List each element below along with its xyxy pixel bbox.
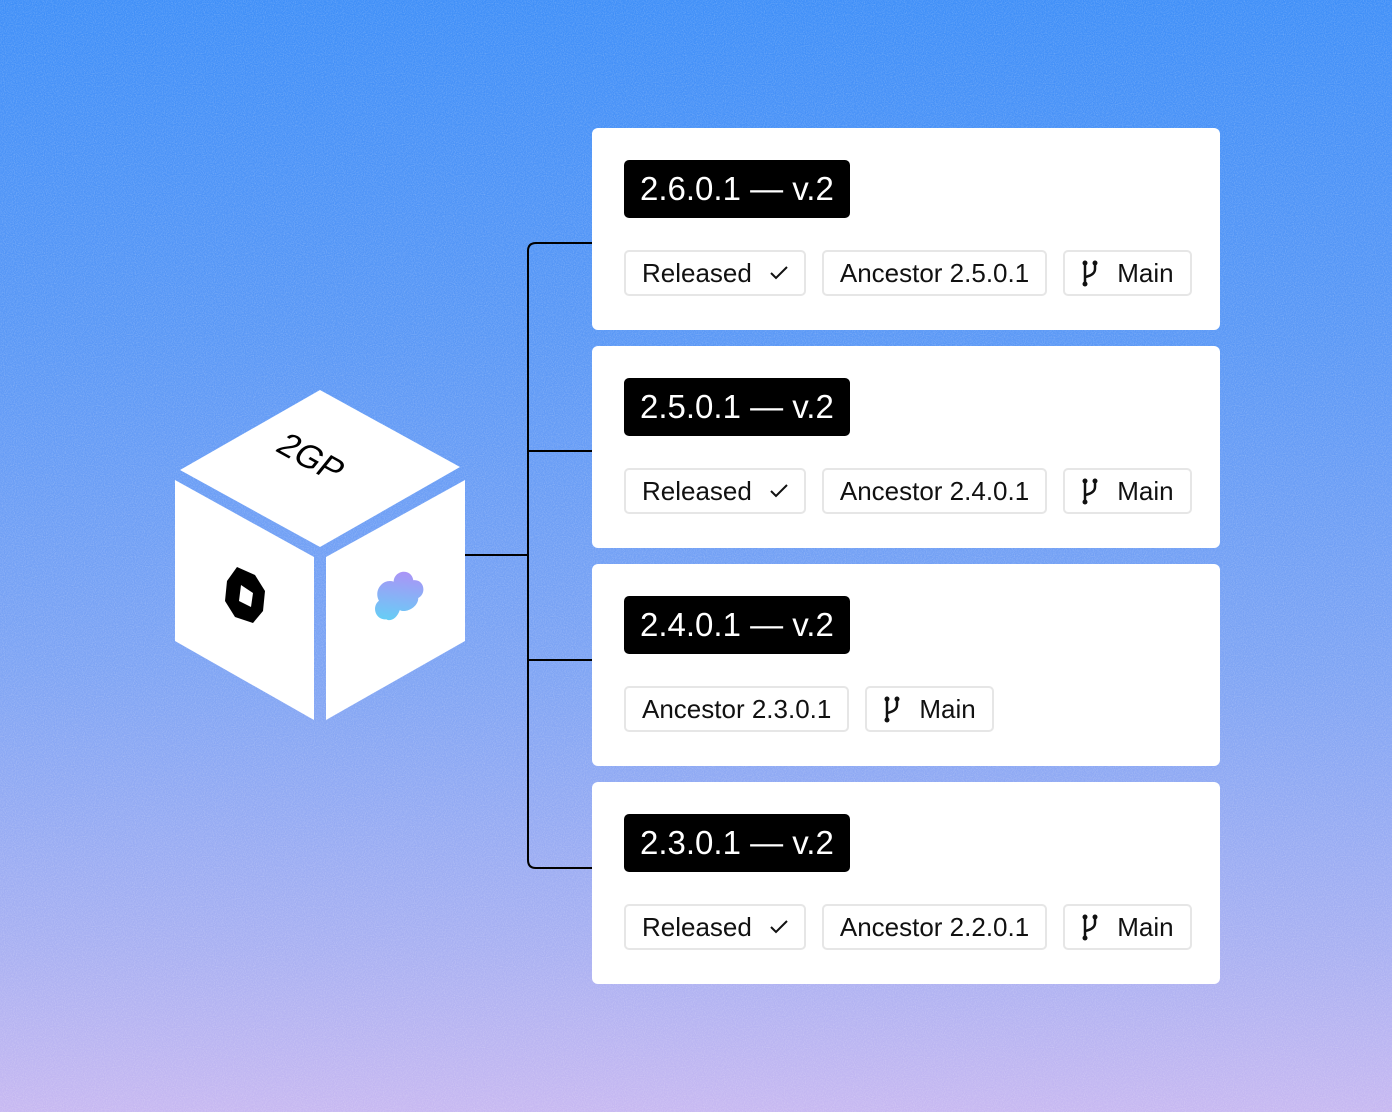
check-icon <box>770 920 788 934</box>
ancestor-label: Ancestor 2.3.0.1 <box>642 694 831 725</box>
release-card[interactable]: 2.4.0.1 — v.2 Ancestor 2.3.0.1 Main <box>592 564 1220 766</box>
package-cube: 2GP <box>170 385 470 725</box>
branch-pill: Main <box>1063 250 1191 296</box>
branch-label: Main <box>1117 258 1173 289</box>
version-badge: 2.6.0.1 — v.2 <box>624 160 850 218</box>
branch-label: Main <box>1117 912 1173 943</box>
status-label: Released <box>642 258 752 289</box>
ancestor-pill: Ancestor 2.2.0.1 <box>822 904 1047 950</box>
check-icon <box>770 266 788 280</box>
git-branch-icon <box>1081 477 1099 505</box>
git-branch-icon <box>1081 913 1099 941</box>
version-badge: 2.4.0.1 — v.2 <box>624 596 850 654</box>
ancestor-label: Ancestor 2.5.0.1 <box>840 258 1029 289</box>
ancestor-pill: Ancestor 2.5.0.1 <box>822 250 1047 296</box>
ancestor-label: Ancestor 2.2.0.1 <box>840 912 1029 943</box>
status-label: Released <box>642 912 752 943</box>
status-label: Released <box>642 476 752 507</box>
ancestor-pill: Ancestor 2.4.0.1 <box>822 468 1047 514</box>
branch-label: Main <box>919 694 975 725</box>
release-card[interactable]: 2.5.0.1 — v.2 Released Ancestor 2.4.0.1 … <box>592 346 1220 548</box>
git-branch-icon <box>883 695 901 723</box>
release-card[interactable]: 2.3.0.1 — v.2 Released Ancestor 2.2.0.1 … <box>592 782 1220 984</box>
branch-pill: Main <box>865 686 993 732</box>
check-icon <box>770 484 788 498</box>
trunk-line <box>528 243 592 868</box>
ancestor-label: Ancestor 2.4.0.1 <box>840 476 1029 507</box>
release-card[interactable]: 2.6.0.1 — v.2 Released Ancestor 2.5.0.1 … <box>592 128 1220 330</box>
status-pill: Released <box>624 250 806 296</box>
branch-pill: Main <box>1063 468 1191 514</box>
version-badge: 2.3.0.1 — v.2 <box>624 814 850 872</box>
branch-label: Main <box>1117 476 1173 507</box>
ancestor-pill: Ancestor 2.3.0.1 <box>624 686 849 732</box>
git-branch-icon <box>1081 259 1099 287</box>
status-pill: Released <box>624 904 806 950</box>
branch-pill: Main <box>1063 904 1191 950</box>
version-badge: 2.5.0.1 — v.2 <box>624 378 850 436</box>
status-pill: Released <box>624 468 806 514</box>
